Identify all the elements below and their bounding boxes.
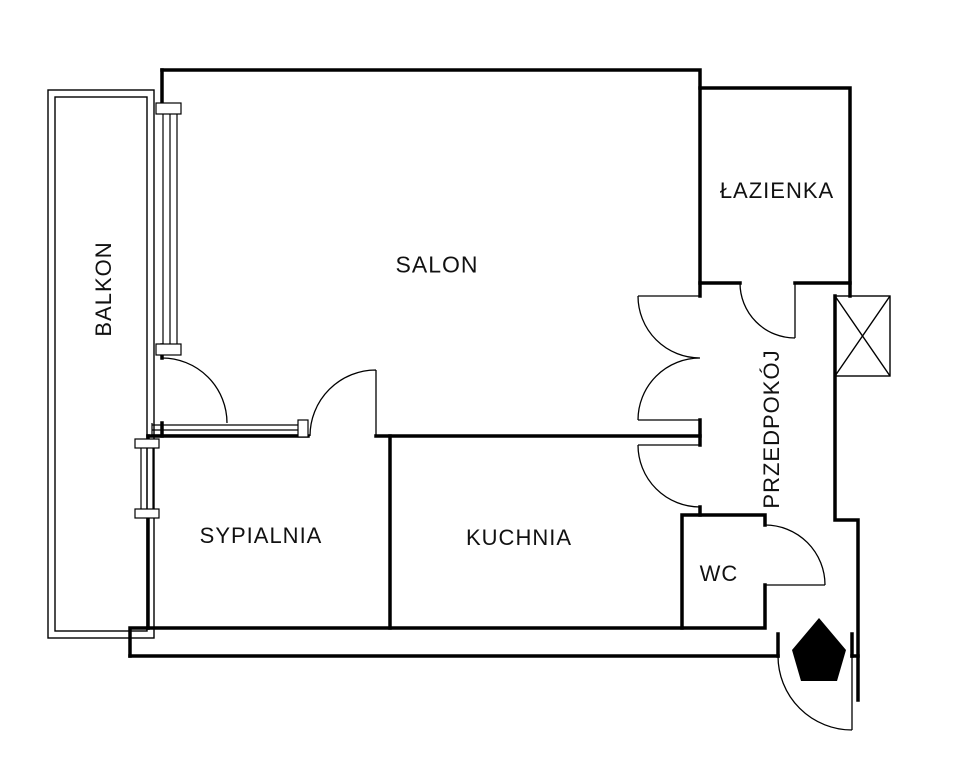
wall-return-tick xyxy=(155,343,182,356)
walls xyxy=(128,68,860,702)
wc-door-arc xyxy=(764,524,826,586)
balcony-door-arc xyxy=(161,357,228,424)
bedroom-top-window xyxy=(151,423,305,437)
salon-double-door-arc xyxy=(637,295,701,421)
bathroom-door-arc xyxy=(739,282,796,339)
room-label-przedpokoj: PRZEDPOKÓJ xyxy=(759,349,784,509)
kitchen-door-arc xyxy=(637,444,701,508)
windows xyxy=(134,102,309,519)
wall-wc xyxy=(680,513,767,630)
room-label-sypialnia: SYPIALNIA xyxy=(199,523,323,548)
room-label-balkon: BALKON xyxy=(91,241,116,337)
room-label-kuchnia: KUCHNIA xyxy=(465,525,573,550)
wall-return-tick xyxy=(134,438,160,449)
room-label-wc: WC xyxy=(699,561,739,586)
bedroom-window xyxy=(136,445,159,513)
wall-return-tick xyxy=(155,102,182,115)
bedroom-door-arc xyxy=(309,369,377,437)
salon-window xyxy=(158,111,181,346)
room-label-salon: SALON xyxy=(395,251,479,278)
door-arcs xyxy=(161,282,853,731)
entrance-door-arc xyxy=(777,655,853,731)
room-label-lazienka: ŁAZIENKA xyxy=(719,178,835,203)
shaft-hatch-icon xyxy=(834,295,891,377)
wall-return-tick xyxy=(134,508,160,519)
wall-entrance-jambs xyxy=(776,632,854,658)
wall-return-tick xyxy=(297,419,309,438)
entrance-marker-icon xyxy=(792,618,846,681)
wall-bottom-left xyxy=(128,626,150,658)
wall-top xyxy=(160,68,702,90)
wall-right xyxy=(833,294,860,702)
balcony-outline xyxy=(47,89,155,639)
